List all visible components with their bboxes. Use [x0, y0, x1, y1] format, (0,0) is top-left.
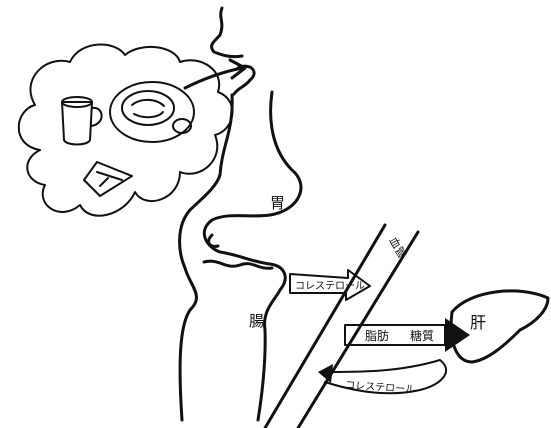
label-blood-vessel: 血管: [386, 235, 409, 261]
mug-icon: [62, 97, 102, 145]
mouth-arrow-icon: [185, 60, 245, 88]
cake-slice-icon: [84, 162, 132, 196]
plate-icon: [110, 82, 194, 142]
digestive-tract: [180, 92, 301, 420]
label-sugar: 糖質: [410, 328, 434, 343]
label-fat: 脂肪: [365, 328, 389, 343]
label-stomach: 胃: [270, 194, 285, 212]
liver-shape: [451, 291, 548, 362]
label-liver: 肝: [470, 313, 486, 332]
label-intestine: 腸: [249, 312, 264, 330]
thought-cloud: [19, 45, 233, 216]
label-cholesterol-in: コレステロール: [295, 281, 365, 292]
face-profile: [212, 8, 255, 94]
